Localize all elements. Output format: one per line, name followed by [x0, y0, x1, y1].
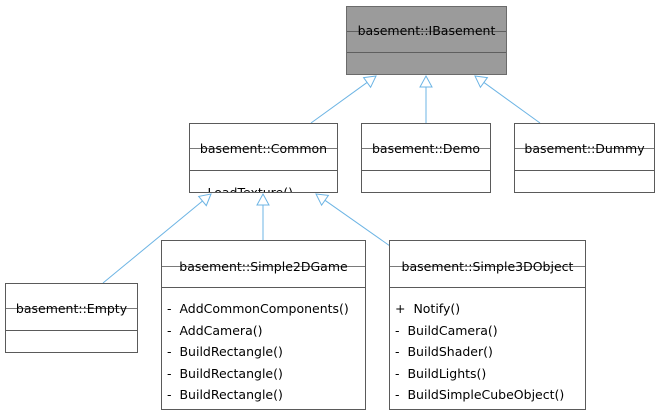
- class-demo-separator: [362, 170, 490, 171]
- inheritance-arrowhead-icon: [362, 75, 377, 89]
- method-visibility: -: [395, 387, 400, 402]
- class-ibasement-name: basement::IBasement: [357, 23, 496, 38]
- method-visibility: -: [167, 301, 172, 316]
- edge-simple2dgame-to-common: [256, 192, 270, 240]
- edge-demo-to-ibasement: [419, 74, 433, 123]
- method-label: LoadTexture(): [207, 185, 293, 193]
- class-simple2dgame-name: basement::Simple2DGame: [179, 259, 348, 274]
- method-label: BuildLights(): [407, 365, 487, 381]
- name-strike-line: [6, 308, 137, 309]
- name-strike-line: [390, 266, 585, 267]
- class-empty[interactable]: basement::Empty: [5, 283, 138, 353]
- class-common-name: basement::Common: [199, 141, 328, 156]
- method-visibility: -: [395, 344, 400, 359]
- class-ibasement[interactable]: basement::IBasement: [346, 6, 507, 75]
- class-common-separator: [190, 170, 337, 171]
- method-visibility: -: [195, 185, 200, 193]
- inheritance-edges: [102, 74, 541, 284]
- class-empty-name: basement::Empty: [15, 301, 128, 316]
- inheritance-arrowhead-icon: [315, 193, 330, 207]
- method-visibility: -: [167, 387, 172, 402]
- class-simple3dobject-methods: + Notify()- BuildCamera()- BuildShader()…: [395, 298, 583, 406]
- method-label: BuildShader(): [407, 344, 493, 359]
- method-label: BuildRectangle(): [179, 365, 283, 381]
- method-item[interactable]: - BuildSimpleCubeObject(): [395, 384, 583, 406]
- method-item[interactable]: - BuildRectangle(): [167, 363, 363, 385]
- inheritance-line: [483, 82, 541, 124]
- class-simple3dobject[interactable]: basement::Simple3DObject + Notify()- Bui…: [389, 240, 586, 410]
- class-ibasement-separator: [347, 52, 506, 53]
- inheritance-line: [310, 82, 368, 124]
- class-simple3dobject-name: basement::Simple3DObject: [401, 259, 574, 274]
- class-dummy[interactable]: basement::Dummy: [514, 123, 655, 193]
- method-item[interactable]: - BuildShader(): [395, 341, 583, 363]
- method-label: BuildSimpleCubeObject(): [407, 387, 565, 402]
- method-item[interactable]: - LoadTexture(): [195, 182, 335, 193]
- name-strike-line: [190, 148, 337, 149]
- method-visibility: -: [167, 344, 172, 359]
- class-dummy-name: basement::Dummy: [524, 141, 645, 156]
- name-strike-line: [515, 148, 654, 149]
- edge-common-to-ibasement: [310, 75, 377, 124]
- method-visibility: +: [395, 301, 406, 316]
- name-strike-line: [347, 31, 506, 32]
- class-common-methods: - LoadTexture(): [195, 182, 335, 193]
- class-simple3dobject-separator: [390, 287, 585, 288]
- method-item[interactable]: - AddCamera(): [167, 320, 363, 342]
- method-label: BuildRectangle(): [179, 344, 283, 359]
- inheritance-arrowhead-icon: [197, 193, 212, 207]
- method-item[interactable]: - BuildLights(): [395, 363, 583, 385]
- class-simple2dgame[interactable]: basement::Simple2DGame - AddCommonCompon…: [161, 240, 366, 410]
- class-common[interactable]: basement::Common - LoadTexture(): [189, 123, 338, 193]
- inheritance-line: [102, 200, 203, 284]
- method-visibility: -: [167, 322, 172, 338]
- class-demo-name: basement::Demo: [371, 141, 481, 156]
- inheritance-arrowhead-icon: [419, 74, 433, 88]
- method-item[interactable]: - BuildCamera(): [395, 320, 583, 342]
- class-dummy-separator: [515, 170, 654, 171]
- method-item[interactable]: - AddCommonComponents(): [167, 298, 363, 320]
- class-empty-separator: [6, 330, 137, 331]
- inheritance-arrowhead-icon: [256, 192, 270, 206]
- inheritance-arrowhead-icon: [474, 75, 489, 89]
- method-visibility: -: [395, 322, 400, 338]
- method-item[interactable]: - BuildRectangle(): [167, 341, 363, 363]
- method-label: AddCamera(): [179, 322, 263, 338]
- method-item[interactable]: + Notify(): [395, 298, 583, 320]
- method-label: Notify(): [413, 301, 461, 316]
- name-strike-line: [362, 148, 490, 149]
- method-label: AddCommonComponents(): [179, 301, 349, 316]
- class-simple2dgame-separator: [162, 287, 365, 288]
- inheritance-line: [324, 199, 391, 247]
- edge-empty-to-common: [102, 193, 212, 284]
- edge-simple3dobject-to-common: [315, 193, 391, 247]
- class-demo[interactable]: basement::Demo: [361, 123, 491, 193]
- method-item[interactable]: - BuildRectangle(): [167, 384, 363, 406]
- name-strike-line: [162, 266, 365, 267]
- method-visibility: -: [395, 365, 400, 381]
- method-label: BuildCamera(): [407, 322, 498, 338]
- edge-dummy-to-ibasement: [474, 75, 541, 124]
- class-simple2dgame-methods: - AddCommonComponents()- AddCamera()- Bu…: [167, 298, 363, 406]
- method-visibility: -: [167, 365, 172, 381]
- method-label: BuildRectangle(): [179, 387, 283, 402]
